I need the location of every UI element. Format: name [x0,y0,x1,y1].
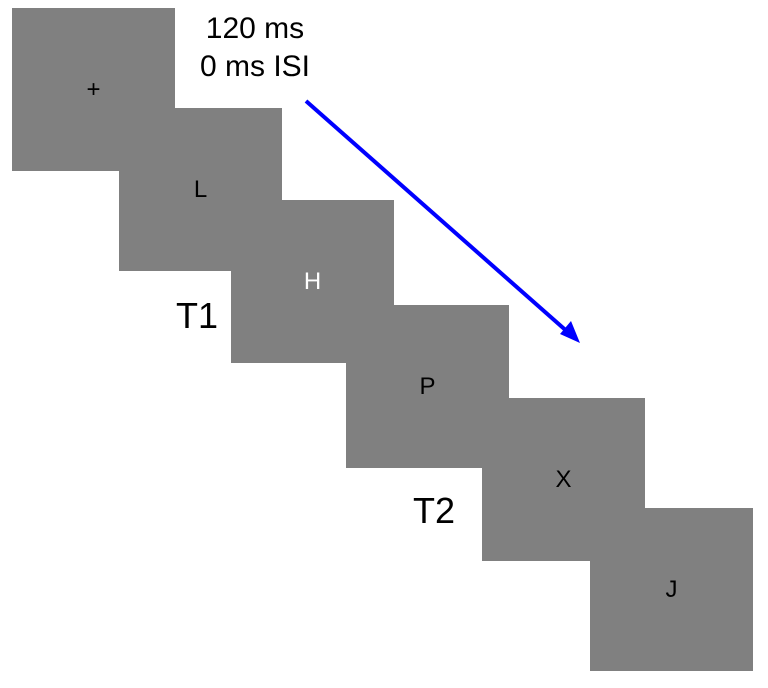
frame-label-t2: X [555,465,572,493]
frame-label-fixation: + [86,75,101,103]
stimulus-frame-6: J [590,508,753,671]
time-arrow-shaft [304,99,572,336]
isi-label: 0 ms ISI [199,50,311,83]
target-label-t2: T2 [413,490,456,531]
stimulus-frame-4: P [346,305,509,468]
duration-label: 120 ms [205,12,305,45]
time-arrow-head [560,321,580,343]
target-label-t1: T1 [176,295,219,336]
frame-label-t1: H [303,267,322,295]
frame-label-6: J [665,575,678,603]
frame-label-4: P [419,372,436,400]
frame-label-2: L [193,175,208,203]
timing-annotation: 120 ms 0 ms ISI [180,10,330,86]
